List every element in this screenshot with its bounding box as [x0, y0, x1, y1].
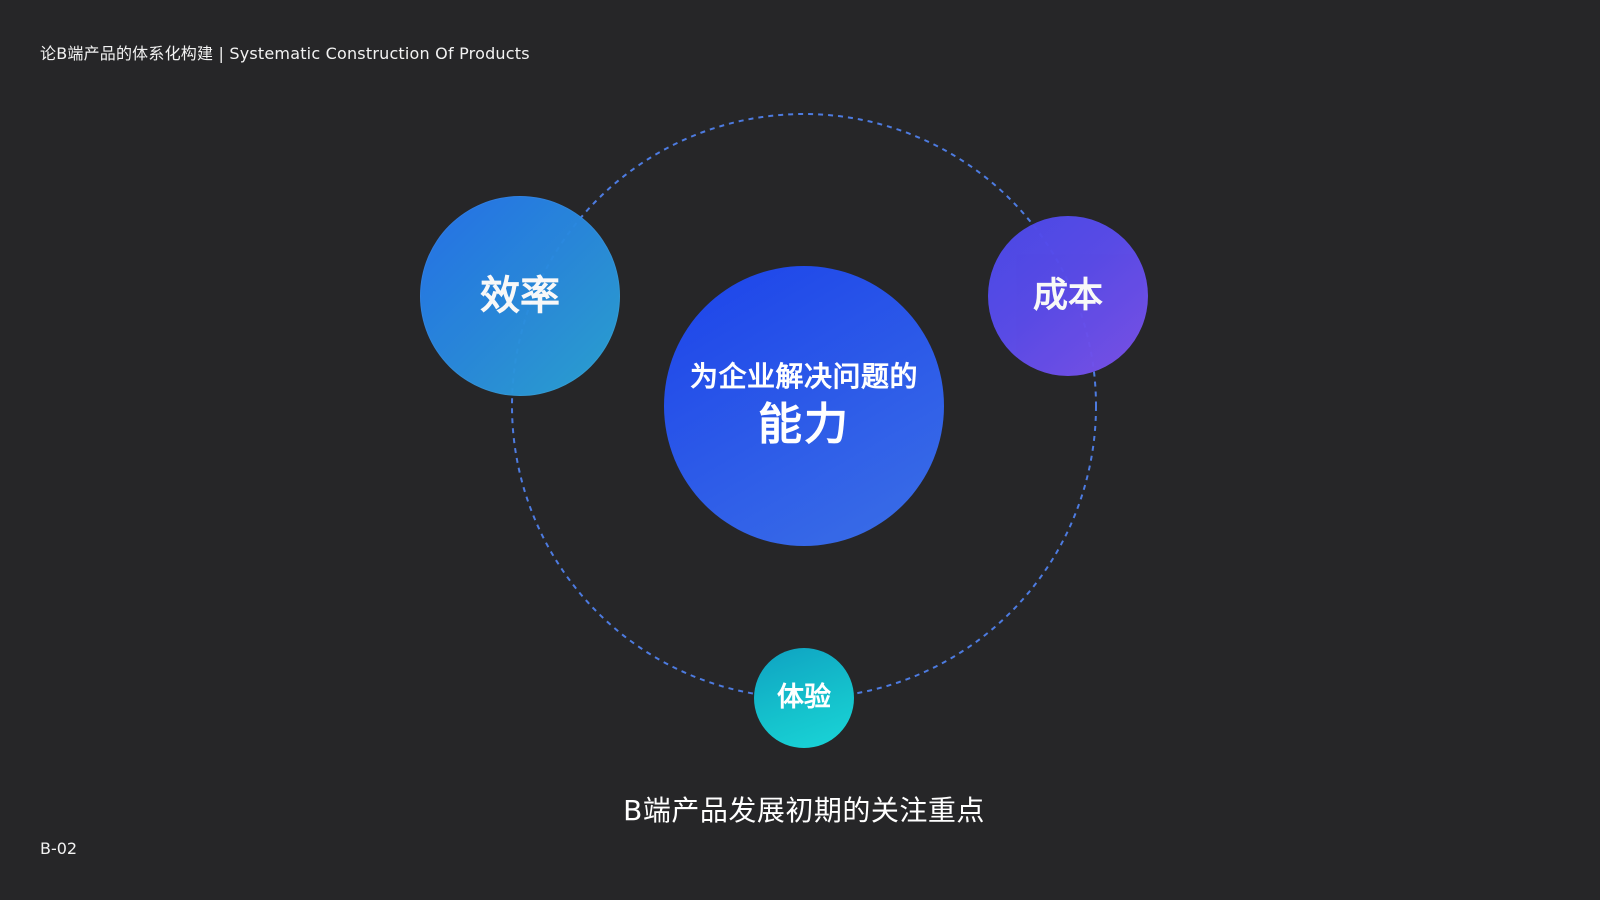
- orbit-dashed-circle: [511, 113, 1097, 699]
- node-cost-label: 成本: [1032, 276, 1103, 316]
- diagram-caption: B端产品发展初期的关注重点: [623, 794, 985, 827]
- core-title: 能力: [758, 399, 850, 451]
- node-efficiency-label: 效率: [480, 273, 560, 319]
- node-experience-label: 体验: [777, 681, 831, 713]
- node-experience: 体验: [754, 648, 854, 748]
- core-subtitle: 为企业解决问题的: [689, 359, 918, 393]
- node-core-capability: 为企业解决问题的 能力: [664, 266, 944, 546]
- node-cost: 成本: [988, 216, 1148, 376]
- node-efficiency: 效率: [420, 196, 620, 396]
- page-number: B-02: [40, 839, 78, 858]
- page-title: 论B端产品的体系化构建 | Systematic Construction Of…: [40, 44, 530, 63]
